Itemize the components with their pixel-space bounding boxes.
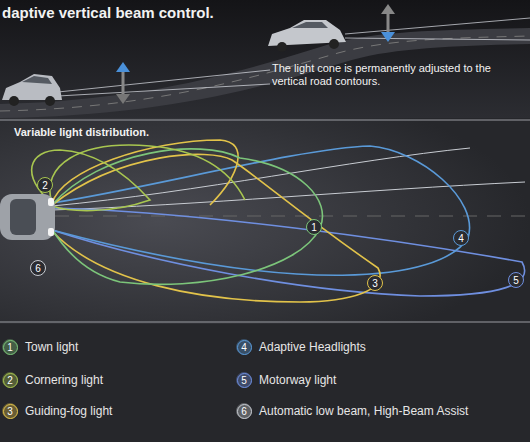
legend-text: Automatic low beam, High-Beam Assist <box>259 404 468 418</box>
callout-number: 4 <box>453 230 469 246</box>
lower-panel <box>0 118 530 324</box>
legend-number: 4 <box>237 340 252 355</box>
legend-text: Adaptive Headlights <box>259 340 366 354</box>
light-loops <box>32 140 525 302</box>
legend-number: 5 <box>237 373 252 388</box>
frame-line <box>0 120 530 121</box>
lane-line <box>55 216 530 217</box>
legend-number: 2 <box>3 373 18 388</box>
car <box>268 20 346 52</box>
legend-text: Cornering light <box>25 373 103 387</box>
car-top-view <box>0 194 55 240</box>
road <box>0 28 530 118</box>
callout-number: 6 <box>30 260 46 276</box>
note: The light cone is permanently adjusted t… <box>272 62 512 88</box>
legend-text: Guiding-fog light <box>25 404 112 418</box>
title: daptive vertical beam control. <box>2 4 214 21</box>
legend-number: 3 <box>3 404 18 419</box>
legend-text: Town light <box>25 340 78 354</box>
beam <box>345 18 530 40</box>
frame-line <box>0 322 530 323</box>
legend-number: 6 <box>237 404 252 419</box>
legend-text: Motorway light <box>259 373 336 387</box>
callout-number: 2 <box>37 177 53 193</box>
callout-number: 5 <box>508 272 524 288</box>
callout-number: 1 <box>306 219 322 235</box>
road-marking <box>0 36 530 111</box>
car <box>2 74 62 106</box>
top-panel <box>0 0 530 118</box>
beam <box>58 70 270 96</box>
callout-number: 3 <box>367 275 383 291</box>
subtitle: Variable light distribution. <box>14 126 149 138</box>
legend-number: 1 <box>3 340 18 355</box>
